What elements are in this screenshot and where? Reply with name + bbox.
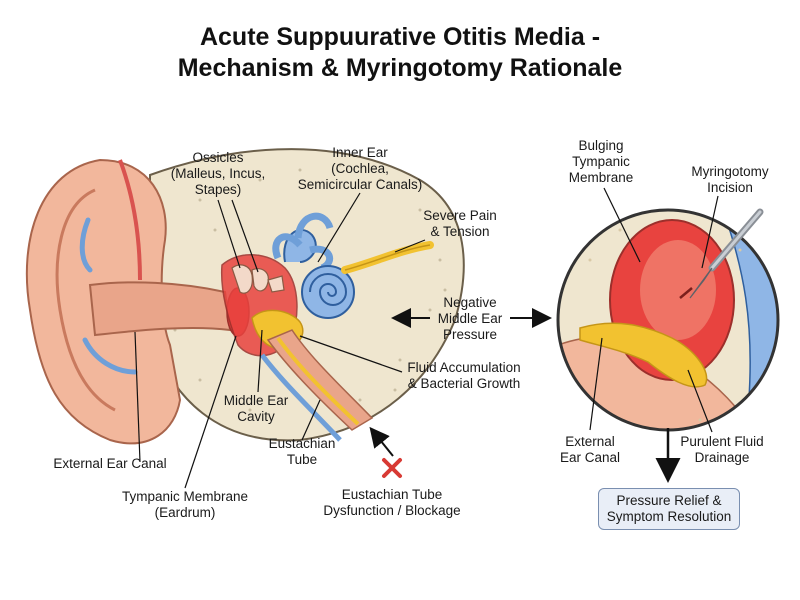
blockage-arrow xyxy=(369,426,394,457)
eustachian-tube-fluid xyxy=(276,336,360,426)
auricle-fold xyxy=(55,188,116,412)
label-severe-pain: Severe Pain & Tension xyxy=(423,208,497,239)
ossicles-shape xyxy=(231,264,285,294)
auricle-red-vessel xyxy=(118,159,142,281)
external-ear-canal xyxy=(88,281,232,337)
incision-line xyxy=(679,287,693,299)
label-purulent-fluid-drainage: Purulent Fluid Drainage xyxy=(680,434,764,465)
eustachian-tube-shape xyxy=(266,329,374,431)
inner-ear-shape xyxy=(272,212,355,319)
blockage-x-icon xyxy=(382,458,402,478)
label-bulging-tympanic-membrane: Bulging Tympanic Membrane xyxy=(568,138,634,185)
label-inner-ear: Inner Ear (Cochlea, Semicircular Canals) xyxy=(297,145,423,192)
label-ossicles: Ossicles (Malleus, Incus, Stapes) xyxy=(170,150,266,197)
eustachian-tube-vessel xyxy=(260,353,342,442)
label-negative-pressure: Negative Middle Ear Pressure xyxy=(437,295,503,342)
label-tympanic-membrane: Tympanic Membrane (Eardrum) xyxy=(121,489,249,520)
right-leader-lines xyxy=(589,187,719,433)
label-et-dysfunction: Eustachian Tube Dysfunction / Blockage xyxy=(323,487,461,518)
result-box: Pressure Relief & Symptom Resolution xyxy=(598,488,740,530)
label-fluid-accumulation: Fluid Accumulation & Bacterial Growth xyxy=(407,360,521,391)
title-line-2: Mechanism & Myringotomy Rationale xyxy=(177,54,623,82)
label-external-ear-canal-right: External Ear Canal xyxy=(559,434,621,465)
label-external-ear-canal-left: External Ear Canal xyxy=(53,456,167,471)
auditory-nerve-outline xyxy=(344,244,431,271)
scalpel-icon xyxy=(689,208,764,299)
left-leader-lines xyxy=(134,192,426,489)
label-eustachian-tube: Eustachian Tube xyxy=(268,436,336,467)
auricle-blue-vessel xyxy=(79,217,138,375)
bone-stipple xyxy=(173,163,447,422)
label-myringotomy-incision: Myringotomy Incision xyxy=(691,164,769,195)
diagram-title: Acute Suppuurative Otitis Media - Mechan… xyxy=(0,22,800,84)
title-line-1: Acute Suppuurative Otitis Media - xyxy=(199,23,601,51)
label-middle-ear-cavity: Middle Ear Cavity xyxy=(223,393,289,424)
